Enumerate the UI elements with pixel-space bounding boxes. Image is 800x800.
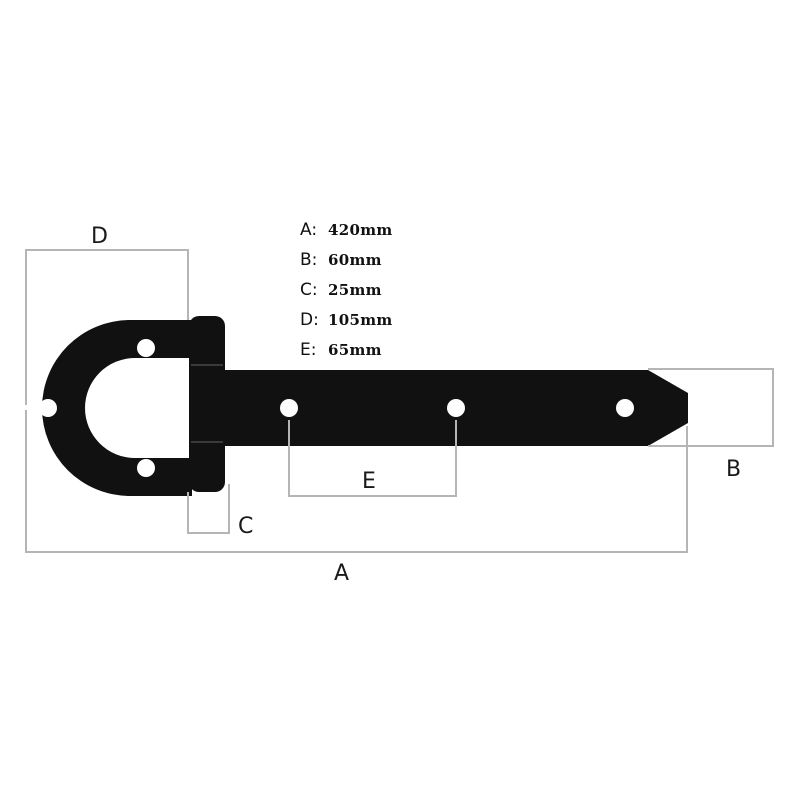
dimension-e-label: E <box>362 469 376 494</box>
hinge-strap <box>222 370 688 446</box>
spec-item-e: E: 65mm <box>300 336 393 366</box>
spec-key: B: <box>300 250 318 270</box>
spec-key: A: <box>300 220 318 240</box>
dimension-a: A <box>25 410 688 586</box>
hinge-knuckle <box>189 316 225 492</box>
spec-value: 25mm <box>328 281 382 299</box>
spec-value: 420mm <box>328 221 393 239</box>
spec-item-a: A: 420mm <box>300 216 393 246</box>
spec-value: 60mm <box>328 251 382 269</box>
spec-key: E: <box>300 340 317 360</box>
dimension-c: C <box>187 484 253 539</box>
dimension-e: E <box>288 420 457 497</box>
spec-key: D: <box>300 310 319 330</box>
dimension-d: D <box>25 224 189 405</box>
knuckle-seams <box>191 364 223 443</box>
spec-item-c: C: 25mm <box>300 276 393 306</box>
spec-key: C: <box>300 280 318 300</box>
spec-item-b: B: 60mm <box>300 246 393 276</box>
dimension-d-label: D <box>91 224 108 249</box>
hinge-icon <box>42 316 688 496</box>
spec-value: 65mm <box>328 341 382 359</box>
dimension-a-label: A <box>334 561 349 586</box>
dimension-b-label: B <box>726 457 741 482</box>
spec-list: A: 420mm B: 60mm C: 25mm D: 105mm E: 65mm <box>300 216 393 366</box>
spec-item-d: D: 105mm <box>300 306 393 336</box>
spec-value: 105mm <box>328 311 393 329</box>
dimension-b: B <box>648 368 774 482</box>
dimension-c-label: C <box>238 514 253 539</box>
hinge-u-plate <box>42 320 192 496</box>
